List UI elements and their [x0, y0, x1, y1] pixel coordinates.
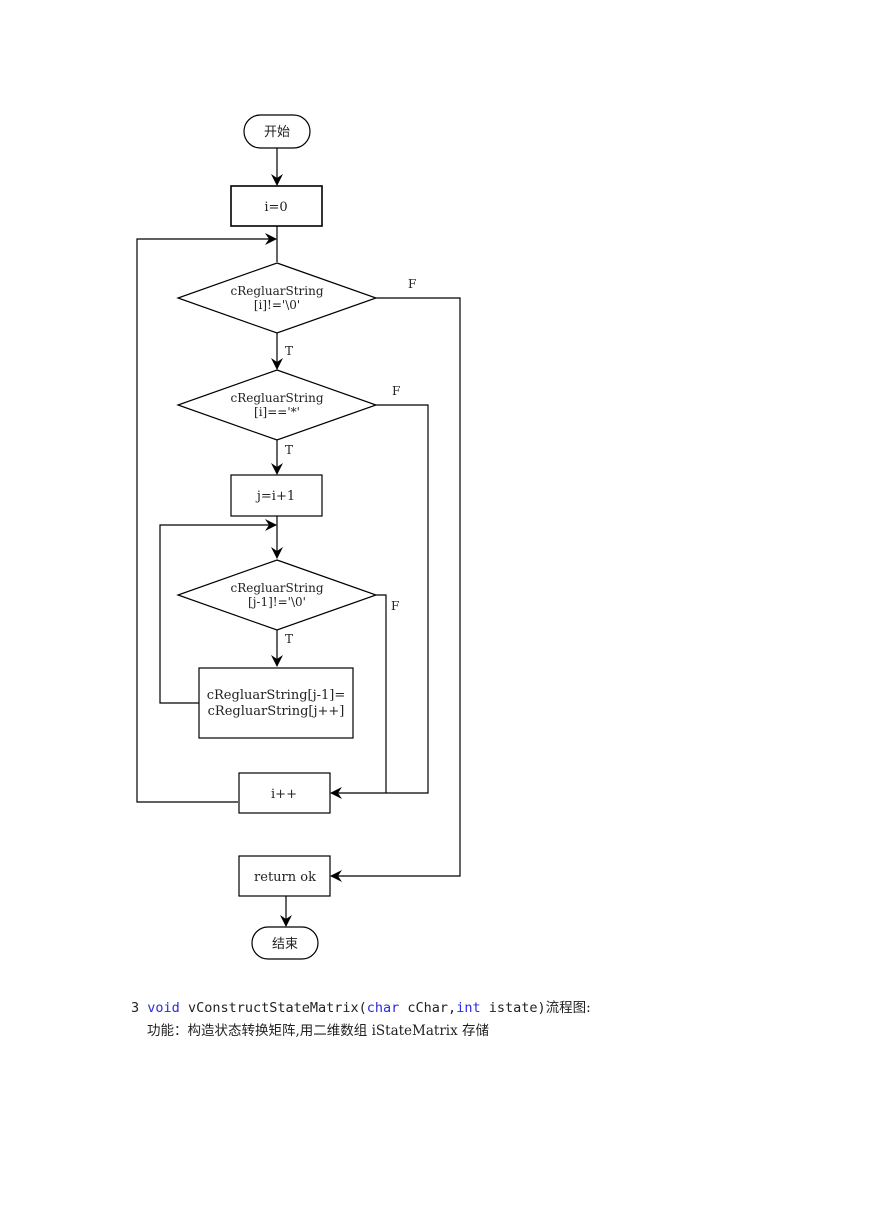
start-terminator: 开始 [243, 114, 311, 149]
keyword-int: int [456, 1000, 481, 1016]
init-label: i=0 [264, 200, 287, 215]
decision-star-check-line2: [i]=='*' [254, 405, 300, 419]
line-false-inner-to-increment [376, 594, 387, 793]
section-number: 3 [131, 1000, 140, 1016]
arrow-false-to-increment [330, 404, 429, 799]
arrow-false-to-return [330, 297, 461, 882]
set-j-label: j=i+1 [255, 489, 295, 504]
true-label-1: T [285, 344, 293, 358]
arrow-inner-loop-back [159, 519, 277, 704]
decision-j-string-end-line2: [j-1]!='\0' [248, 595, 306, 609]
true-label-2: T [285, 443, 293, 457]
shift-process-box: cRegluarString[j-1]= cRegluarString[j++] [198, 667, 354, 739]
return-process-box: return ok [238, 855, 331, 897]
decision-j-string-end-line1: cRegluarString [230, 581, 323, 595]
decision-string-end: cRegluarString [i]!='\0' [176, 262, 378, 334]
true-label-3: T [285, 632, 293, 646]
false-label-1: F [408, 277, 416, 291]
decision-j-string-end: cRegluarString [j-1]!='\0' [176, 559, 378, 631]
decision-string-end-line1: cRegluarString [230, 284, 323, 298]
signature-suffix: 流程图: [545, 1000, 591, 1016]
init-process-box: i=0 [230, 185, 323, 227]
function-description: 功能：构造状态转换矩阵,用二维数组 iStateMatrix 存储 [147, 1023, 490, 1039]
end-terminator: 结束 [251, 926, 319, 960]
false-label-3: F [391, 599, 399, 613]
end-label: 结束 [272, 937, 298, 952]
param-istate: istate) [488, 1000, 546, 1016]
start-label: 开始 [264, 125, 290, 140]
keyword-char: char [366, 1000, 400, 1016]
set-j-process-box: j=i+1 [230, 474, 323, 517]
function-name: vConstructStateMatrix( [187, 1000, 367, 1016]
increment-label: i++ [271, 787, 297, 802]
decision-star-check: cRegluarString [i]=='*' [176, 369, 378, 441]
false-label-2: F [392, 384, 400, 398]
keyword-void: void [147, 1000, 180, 1016]
decision-star-check-line1: cRegluarString [230, 391, 323, 405]
shift-label-line2: cRegluarString[j++] [208, 704, 345, 719]
increment-process-box: i++ [238, 772, 331, 814]
return-label: return ok [254, 870, 316, 885]
param-cchar: cChar, [407, 1000, 457, 1016]
decision-string-end-line2: [i]!='\0' [254, 298, 300, 312]
shift-label-line1: cRegluarString[j-1]= [207, 688, 346, 703]
arrow-outer-loop-back [136, 233, 277, 803]
function-signature: 3 void vConstructStateMatrix(char cChar,… [131, 996, 591, 1016]
